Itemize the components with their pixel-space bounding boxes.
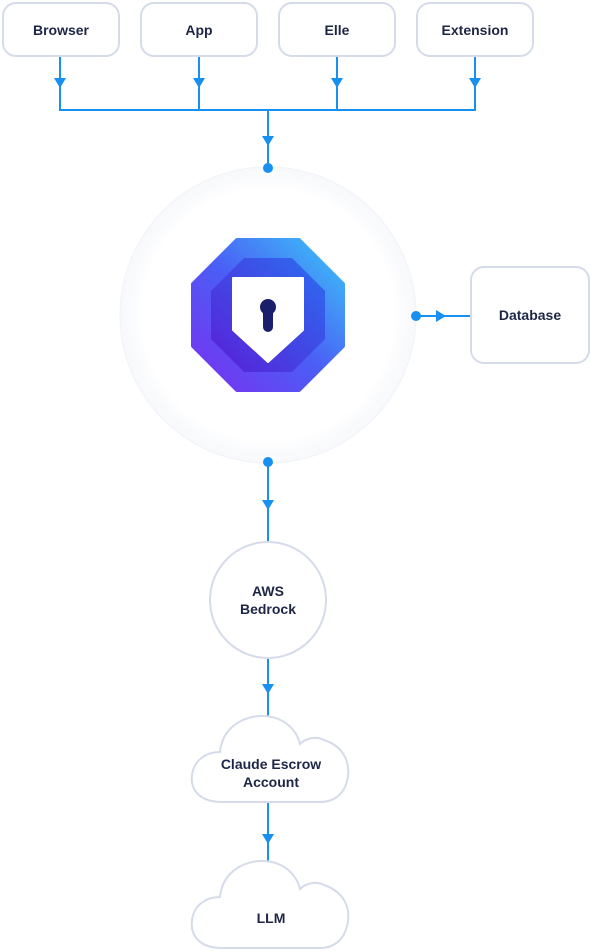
claude-escrow-label: Claude Escrow Account: [220, 756, 322, 790]
aws-bedrock-node: AWS Bedrock: [209, 541, 327, 659]
client-extension-box: Extension: [416, 2, 534, 57]
client-extension-label: Extension: [441, 21, 509, 38]
llm-label: LLM: [256, 910, 286, 926]
bedrock-connector: [262, 457, 274, 542]
client-elle-label: Elle: [324, 21, 350, 38]
client-app-box: App: [140, 2, 258, 57]
database-connector: [411, 310, 470, 322]
client-app-label: App: [185, 21, 213, 38]
client-connectors: [59, 57, 476, 166]
client-elle-box: Elle: [278, 2, 396, 57]
llm-connector: [262, 802, 274, 868]
client-browser-box: Browser: [2, 2, 120, 57]
hub-top-dot: [263, 163, 273, 173]
llm-cloud-shape: [190, 859, 350, 949]
database-box: Database: [470, 266, 590, 364]
client-arrowheads: [54, 78, 481, 146]
client-browser-label: Browser: [32, 21, 90, 38]
claude-escrow-node: Claude Escrow Account: [192, 745, 350, 801]
database-label: Database: [498, 307, 562, 323]
llm-node: LLM: [192, 890, 350, 946]
escrow-cloud-shape: [190, 714, 350, 803]
aws-bedrock-label: AWS Bedrock: [239, 583, 297, 617]
escrow-connector: [262, 658, 274, 722]
shield-keyhole-logo-icon: [191, 238, 345, 392]
